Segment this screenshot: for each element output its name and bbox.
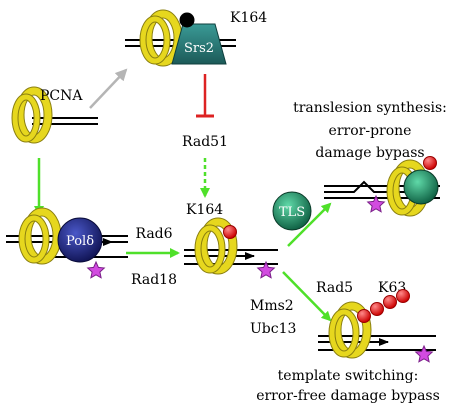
- pcna-label: PCNA: [40, 88, 83, 104]
- ubc13-label: Ubc13: [250, 321, 296, 337]
- ubiquitin-dot: [223, 225, 237, 239]
- pol-delta-label: Polδ: [66, 234, 94, 249]
- translesion-synthesis-complex: [324, 156, 440, 217]
- tls-title-line2: error-prone: [329, 123, 412, 139]
- gray-arrow-to-srs2: [89, 68, 128, 109]
- ts-title-line1: template switching:: [278, 368, 419, 384]
- tls-label: TLS: [279, 205, 305, 220]
- mms2-label: Mms2: [250, 298, 294, 314]
- rad6-label: Rad6: [135, 226, 172, 242]
- arrow-to-tls: [287, 202, 332, 247]
- srs2-pcna-complex: Srs2: [125, 9, 236, 67]
- rad51-label: Rad51: [182, 134, 228, 150]
- template-switching-complex: [318, 289, 436, 363]
- ubiquitin-dot: [357, 309, 371, 323]
- srs2-shape: [171, 23, 227, 65]
- bulged-strand: [324, 180, 408, 193]
- srs2-label: Srs2: [184, 41, 214, 56]
- pol-delta-replication: Polδ: [6, 207, 128, 279]
- tls-polymerase-ball: [403, 169, 439, 205]
- pcna-monoubiquitinated: [184, 217, 278, 279]
- srs2-inhibits-rad51: [196, 74, 214, 118]
- arrow-to-template-switching: [282, 271, 332, 322]
- lesion-star: [366, 194, 386, 213]
- pol-delta-ball: [57, 217, 103, 263]
- tls-polymerase-ball: [272, 191, 312, 231]
- lesion-star: [86, 260, 106, 279]
- tls-title-line3: damage bypass: [315, 145, 424, 161]
- tls-title-line1: translesion synthesis:: [293, 100, 447, 116]
- ubiquitin-dot: [396, 289, 410, 303]
- rad5-label: Rad5: [316, 280, 353, 296]
- pcna-ring: [139, 9, 183, 67]
- pcna-ring: [11, 86, 53, 144]
- ubiquitin-dot: [370, 302, 384, 316]
- lesion-star: [414, 344, 434, 363]
- pcna-ring: [328, 301, 372, 359]
- k164-top-label: K164: [230, 10, 267, 26]
- k164-mid-label: K164: [186, 202, 223, 218]
- pcna-ring: [18, 207, 62, 265]
- sumo-dot: [179, 12, 195, 28]
- pcna-ring: [194, 217, 238, 275]
- ubiquitin-dot: [383, 295, 397, 309]
- ts-title-line2: error-free damage bypass: [256, 388, 440, 404]
- pcna-on-dna: [11, 86, 98, 144]
- lesion-star: [256, 260, 276, 279]
- ubiquitin-dot: [423, 156, 437, 170]
- rad18-label: Rad18: [131, 272, 177, 288]
